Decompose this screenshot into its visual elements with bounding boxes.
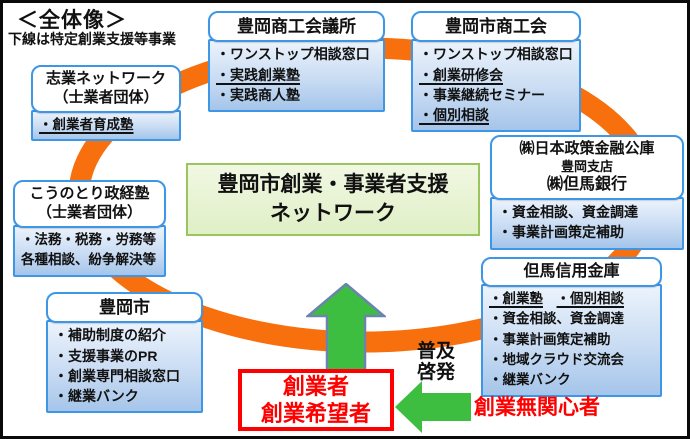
org-item-line: ・継業バンク [54, 386, 197, 406]
org-title: 豊岡市 [46, 292, 203, 324]
org-item-text: ・事業計画策定補助 [498, 224, 624, 241]
org-item-text: ・支援事業のPR [54, 347, 158, 364]
org-title: 豊岡市商工会 [411, 11, 581, 43]
org-item-line: ・事業計画策定補助 [489, 330, 656, 350]
org-item-line: ・支援事業のPR [54, 346, 197, 366]
org-item-text: ・継業バンク [54, 388, 139, 405]
org-item-text: ・補助制度の紹介 [54, 327, 166, 344]
uninterested-label: 創業無関心者 [474, 396, 600, 419]
org-item-line: ・資金相談、資金調達 [498, 202, 678, 222]
org-item-text: ・実践創業塾 [216, 66, 300, 83]
org-title-line: 但馬信用金庫 [523, 263, 620, 280]
left-arrow-icon [395, 381, 471, 433]
org-items: ・法務・税務・労務等各種相談、紛争解決等 [13, 224, 166, 277]
org-title-line: 豊岡支店 [560, 158, 613, 174]
founders-target-box: 創業者 創業希望者 [238, 369, 394, 431]
org-title: ㈱日本政策金融公庫 豊岡支店 ㈱但馬銀行 [490, 135, 684, 200]
up-arrow-icon [306, 283, 386, 371]
org-item-text: ・資金相談、資金調達 [489, 311, 624, 327]
org-item-line: ・継業バンク [489, 370, 656, 390]
legend-title: ＜全体像＞ [17, 9, 127, 32]
org-item-line: ・実践商人塾 [216, 85, 379, 105]
org-item-text: ・創業研修会 [419, 66, 503, 83]
org-item-text: ・資金相談、資金調達 [498, 204, 638, 220]
outreach-label-line: 啓発 [417, 362, 456, 384]
org-item-line: ・地域クラウド交流会 [489, 350, 656, 370]
org-item-line: ・ワンストップ相談窓口 [419, 44, 575, 64]
org-item-text: ・事業継続セミナー [419, 86, 545, 103]
org-item-line: ・創業塾 ・個別相談 [489, 289, 656, 309]
org-item-text: ・実践商人塾 [216, 86, 300, 103]
org-title-line: （士業者団体） [36, 203, 142, 221]
org-item-line: ・創業研修会 [419, 65, 575, 85]
org-item-text: ・個別相談 [419, 107, 489, 124]
org-title-line: 豊岡市商工会 [445, 17, 547, 36]
org-item-line: ・創業専門相談窓口 [54, 366, 197, 386]
org-items: ・補助制度の紹介・支援事業のPR ・創業専門相談窓口・継業バンク [46, 320, 203, 414]
org-item-text: ・ワンストップ相談窓口 [216, 46, 370, 63]
org-item-line: ・実践創業塾 [216, 65, 379, 85]
org-item-text: ・個別相談 [556, 291, 625, 306]
org-item-text: ・継業バンク [489, 372, 571, 387]
org-item-text: ・創業塾 [489, 291, 543, 306]
org-title-line: 豊岡商工会議所 [237, 17, 356, 36]
org-title: 志業ネットワーク （士業者団体） [31, 65, 181, 113]
outreach-label: 普及 啓発 [417, 341, 455, 384]
org-items: ・ワンストップ相談窓口・実践創業塾・実践商人塾 [208, 39, 385, 113]
network-title-line: 豊岡市創業・事業者支援 [217, 173, 449, 197]
org-title-line: ㈱日本政策金融公庫 [519, 140, 655, 157]
org-box-kounotori-seikeijuku: こうのとり政経塾 （士業者団体） ・法務・税務・労務等各種相談、紛争解決等 [13, 180, 166, 277]
org-title: 但馬信用金庫 [481, 257, 662, 287]
org-item-text: ・ワンストップ相談窓口 [419, 46, 573, 63]
org-box-tajima-shinkin-bank: 但馬信用金庫 ・創業塾 ・個別相談・資金相談、資金調達・事業計画策定補助・地域ク… [481, 257, 662, 398]
founders-target-line: 創業者 [282, 373, 349, 399]
org-box-toyooka-chamber-of-commerce: 豊岡商工会議所 ・ワンストップ相談窓口・実践創業塾・実践商人塾 [208, 11, 385, 113]
org-item-line: ・個別相談 [419, 105, 575, 125]
outreach-label-line: 普及 [417, 341, 456, 362]
org-item-text: ・法務・税務・労務等各種相談、紛争解決等 [21, 231, 156, 267]
org-title-line: 志業ネットワーク [45, 70, 166, 87]
org-items: ・資金相談、資金調達・事業計画策定補助 [490, 197, 684, 250]
org-item-line: ・法務・税務・労務等各種相談、紛争解決等 [21, 230, 160, 271]
org-item-text: ・創業専門相談窓口 [54, 367, 180, 384]
org-items: ・ワンストップ相談窓口・創業研修会・事業継続セミナー・個別相談 [411, 39, 581, 133]
org-item-line: ・事業継続セミナー [419, 85, 575, 105]
org-items: ・創業者育成塾 [31, 109, 181, 142]
network-title-box: 豊岡市創業・事業者支援 ネットワーク [186, 163, 480, 236]
org-title: こうのとり政経塾 （士業者団体） [13, 180, 166, 228]
founders-target-line: 創業希望者 [260, 401, 371, 426]
org-items: ・創業塾 ・個別相談・資金相談、資金調達・事業計画策定補助・地域クラウド交流会・… [481, 284, 662, 398]
org-item-text: ・創業者育成塾 [39, 116, 134, 132]
org-box-toyooka-city: 豊岡市 ・補助制度の紹介・支援事業のPR ・創業専門相談窓口・継業バンク [46, 292, 203, 414]
org-item-text: ・地域クラウド交流会 [489, 351, 624, 367]
org-title: 豊岡商工会議所 [208, 11, 385, 43]
org-item-line: ・ワンストップ相談窓口 [216, 44, 379, 64]
org-title-line: （士業者団体） [53, 88, 159, 106]
org-item-text [543, 291, 557, 306]
org-item-line: ・補助制度の紹介 [54, 325, 197, 345]
org-title-line: ㈱但馬銀行 [546, 176, 627, 193]
legend-note: 下線は特定創業支援等事業 [8, 31, 176, 47]
org-box-toyooka-society-of-commerce: 豊岡市商工会 ・ワンストップ相談窓口・創業研修会・事業継続セミナー・個別相談 [411, 11, 581, 133]
org-item-line: ・創業者育成塾 [39, 115, 175, 135]
org-item-line: ・事業計画策定補助 [498, 222, 678, 242]
org-box-jfc-tajima-bank: ㈱日本政策金融公庫 豊岡支店 ㈱但馬銀行 ・資金相談、資金調達・事業計画策定補助 [490, 135, 684, 250]
network-title-line: ネットワーク [270, 201, 396, 225]
org-title-line: こうのとり政経塾 [29, 185, 150, 202]
org-item-line: ・資金相談、資金調達 [489, 309, 656, 329]
org-box-shigyou-network: 志業ネットワーク （士業者団体） ・創業者育成塾 [31, 65, 181, 142]
org-title-line: 豊岡市 [99, 298, 150, 317]
org-item-text: ・事業計画策定補助 [489, 331, 611, 347]
